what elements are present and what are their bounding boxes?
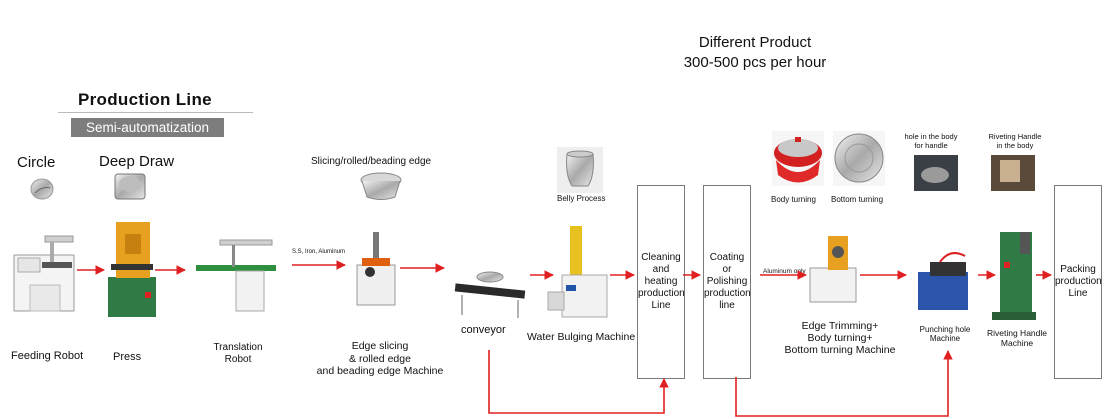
belly-process-label: Belly Process: [557, 194, 606, 203]
belly-cup-icon: [557, 147, 603, 193]
riveting-body-label: Riveting Handle in the body: [988, 132, 1042, 150]
press-machine: [108, 222, 156, 317]
riveting-handle-label: Riveting Handle Machine: [986, 328, 1047, 348]
edge-trimming-label: Edge Trimming+ Body turning+ Bottom turn…: [784, 320, 896, 357]
circle-label: Circle: [17, 154, 56, 171]
header-line-2: 300-500 pcs per hour: [683, 54, 827, 72]
press-label: Press: [113, 351, 142, 363]
bottom-turning-label: Bottom turning: [831, 195, 884, 204]
header-title: Different Product 300-500 pcs per hour: [680, 33, 830, 74]
semi-automatization-badge: Semi-automatization: [71, 118, 224, 137]
conveyor-label: conveyor: [461, 324, 506, 336]
production-line-title: Production Line: [78, 90, 212, 109]
edge-slicing-label: Edge slicing & rolled edge and beading e…: [316, 340, 444, 378]
punching-hole-label: Punching hole Machine: [919, 325, 971, 344]
coating-stage-box: Coating or Polishing production line: [703, 185, 751, 379]
sliced-bowl-icon: [360, 172, 402, 200]
body-turning-image: [772, 131, 824, 186]
feeding-robot-machine: [13, 235, 75, 312]
deep-draw-cup-icon: [114, 173, 146, 200]
coating-stage-text: Coating or Polishing production line: [704, 252, 751, 311]
hole-body-label: hole in the body for handle: [904, 132, 958, 150]
material-label: S.S, Iron, Aluminum: [292, 249, 346, 255]
aluminum-only-label: Aluminum only: [763, 268, 806, 275]
packing-stage-box: Packing production Line: [1054, 185, 1102, 379]
feeding-robot-label: Feeding Robot: [11, 350, 84, 362]
riveting-handle-machine: [992, 232, 1036, 320]
edge-trimming-machine: [809, 236, 857, 303]
circle-blank-icon: [30, 178, 54, 200]
packing-stage-text: Packing production Line: [1055, 264, 1102, 299]
water-bulging-label: Water Bulging Machine: [527, 331, 636, 343]
header-line-1: Different Product: [698, 34, 812, 51]
translation-robot-machine: [196, 239, 276, 312]
cleaning-stage-text: Cleaning and heating production Line: [638, 252, 685, 311]
riveting-body-image: [991, 155, 1035, 191]
hole-body-image: [914, 155, 958, 191]
deep-draw-label: Deep Draw: [99, 153, 175, 170]
bottom-turning-image: [833, 131, 885, 186]
title-divider: [58, 112, 253, 113]
translation-robot-label: Translation Robot: [213, 342, 263, 365]
conveyor-machine: [454, 271, 526, 318]
punching-hole-machine: [918, 252, 968, 310]
body-turning-label: Body turning: [771, 195, 816, 204]
bypass-arrow-conveyor-to-cleaning: [488, 350, 669, 414]
edge-slicing-machine: [356, 232, 396, 306]
water-bulging-machine: [547, 226, 608, 318]
bypass-arrow-coating-to-punching: [735, 350, 953, 417]
slicing-top-label: Slicing/rolled/beading edge: [311, 156, 432, 167]
